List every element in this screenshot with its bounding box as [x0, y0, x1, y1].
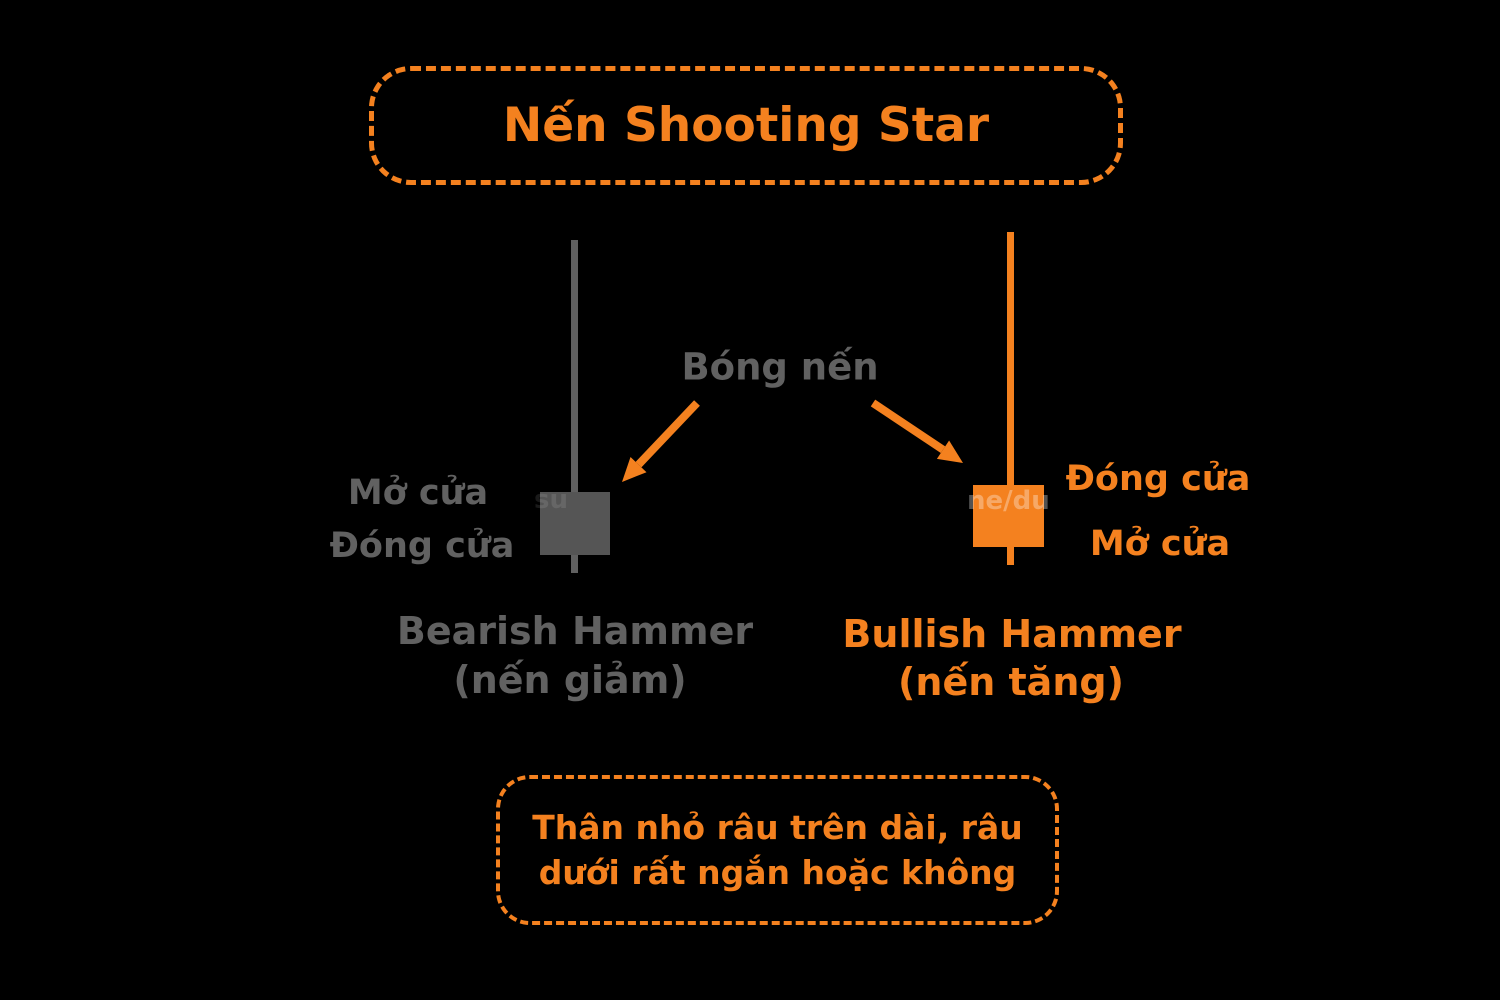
- arrow-to-bullish-wick: [870, 399, 946, 454]
- arrow-to-bearish-wick: [635, 400, 700, 468]
- bearish-candle-wick: [571, 240, 578, 573]
- bearish-open-label: Mở cửa: [347, 473, 489, 513]
- arrow-to-bearish-wick-head: [622, 457, 647, 482]
- bearish-candle-name: Bearish Hammer: [396, 609, 754, 653]
- bullish-open-label: Mở cửa: [1089, 524, 1231, 564]
- bearish-candle-body: su: [534, 485, 610, 555]
- bullish-candle-name: Bullish Hammer: [842, 612, 1182, 656]
- diagram-title: Nến Shooting Star: [502, 98, 990, 153]
- bearish-close-label: Đóng cửa: [329, 526, 515, 566]
- note-line-2: dưới rất ngắn hoặc không: [538, 853, 1017, 892]
- watermark-fragment-right: ne/du: [967, 486, 1050, 516]
- bullish-candle-body: ne/du: [967, 485, 1050, 547]
- note-box: Thân nhỏ râu trên dài, râu dưới rất ngắn…: [496, 775, 1059, 925]
- arrow-to-bullish-wick-head: [936, 440, 963, 463]
- bullish-candle-wick: [1007, 232, 1014, 565]
- bullish-candle-subtitle: (nến tăng): [898, 660, 1124, 704]
- note-line-1: Thân nhỏ râu trên dài, râu: [532, 808, 1023, 847]
- title-box: Nến Shooting Star: [369, 66, 1123, 185]
- bullish-close-label: Đóng cửa: [1065, 459, 1251, 499]
- watermark-fragment-left: su: [534, 485, 568, 515]
- shadow-label: Bóng nến: [681, 345, 879, 389]
- bearish-candle-subtitle: (nến giảm): [453, 658, 687, 702]
